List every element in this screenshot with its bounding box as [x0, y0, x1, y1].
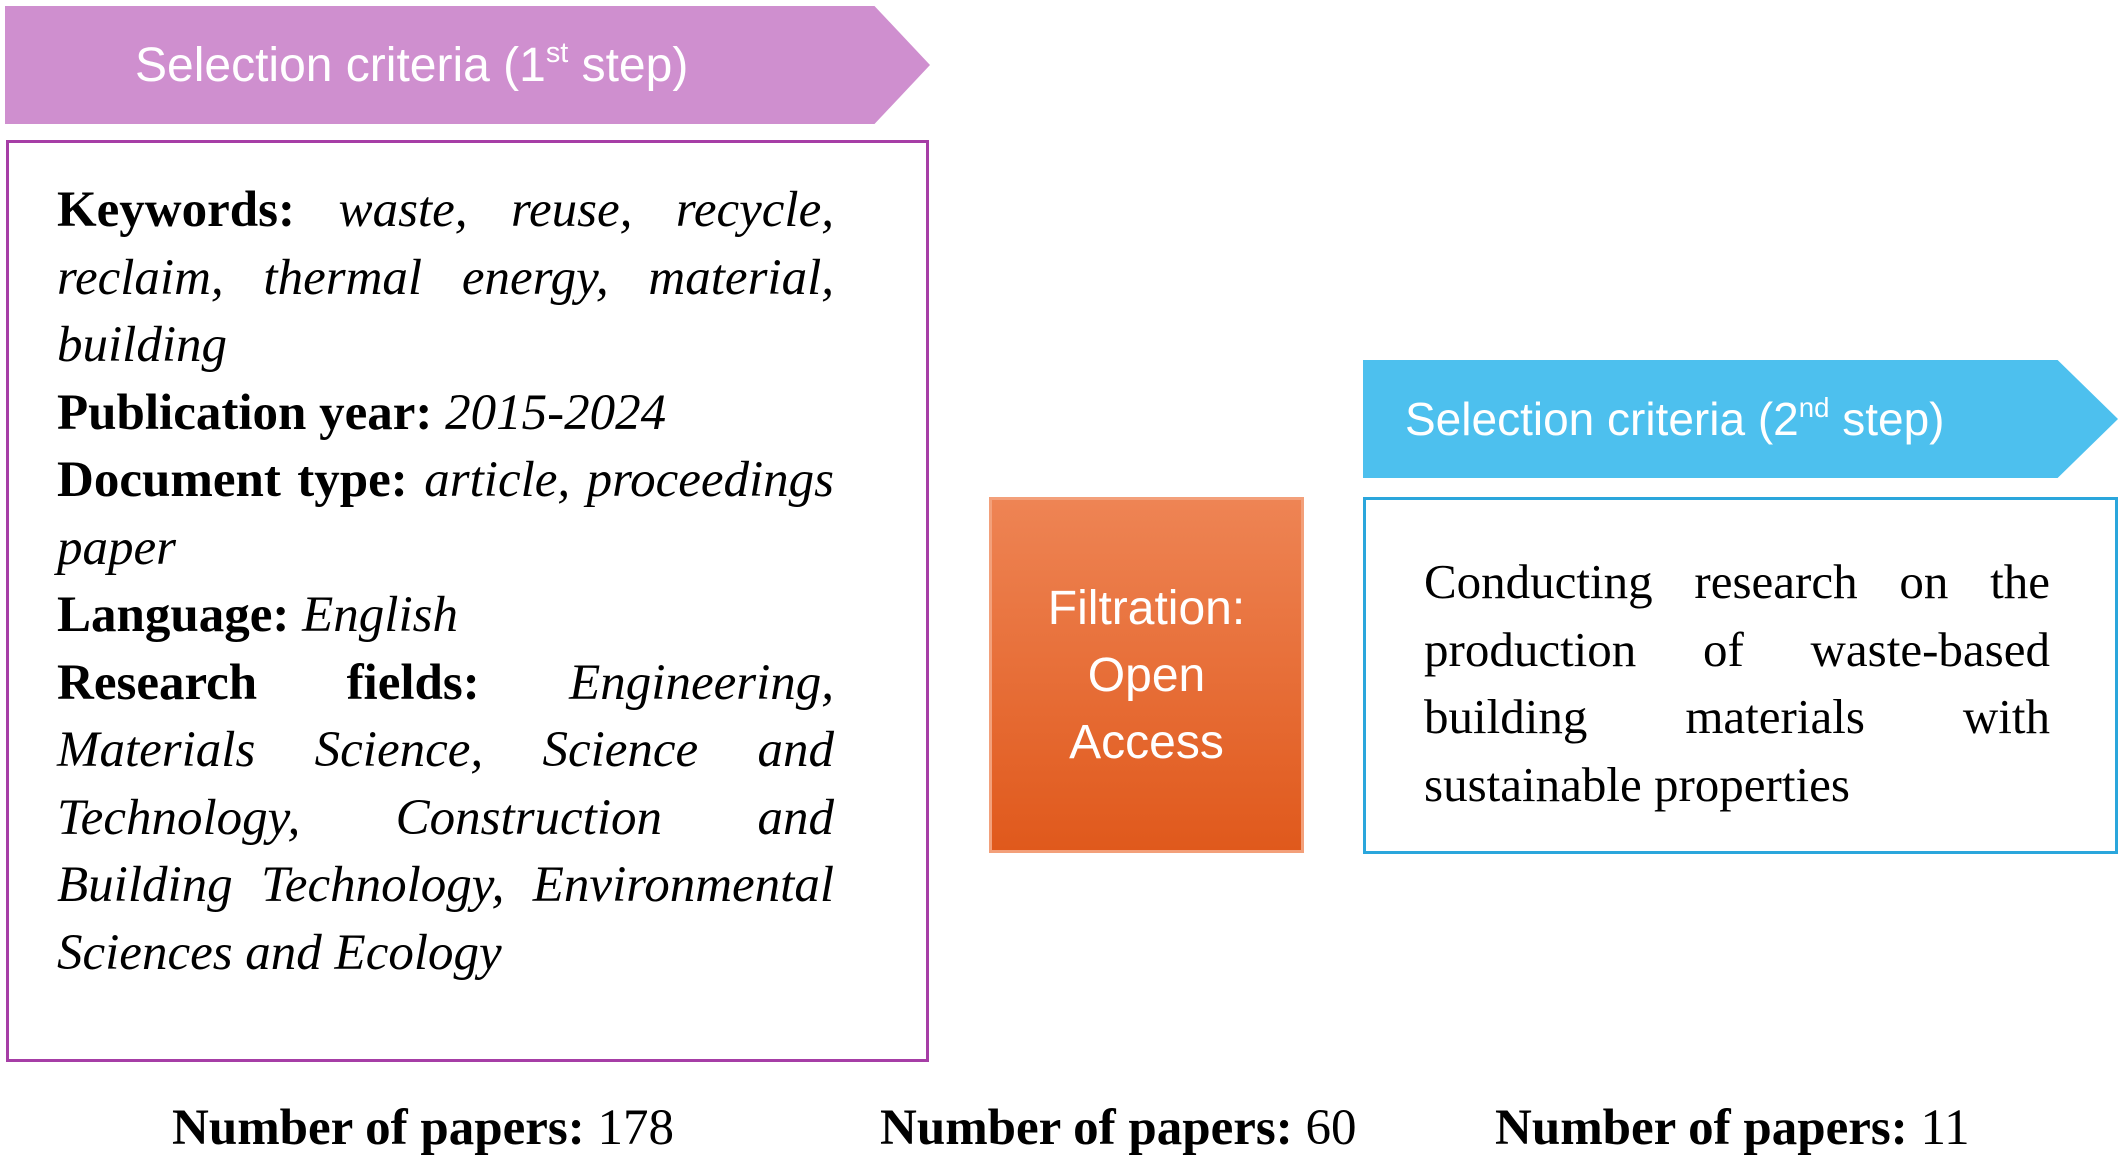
step2-banner: Selection criteria (2nd step)	[1363, 360, 2118, 478]
criterion-document-type: Document type: article, proceedings pape…	[57, 452, 835, 576]
filtration-line-3: Access	[1069, 715, 1224, 769]
step1-banner: Selection criteria (1st step)	[5, 6, 930, 124]
step2-paper-count: Number of papers: 11	[1495, 1100, 1970, 1156]
step2-criteria-box: Conducting research on the production of…	[1363, 497, 2118, 854]
filtration-box: Filtration: Open Access	[989, 497, 1304, 853]
step1-paper-count: Number of papers: 178	[172, 1100, 674, 1156]
step1-criteria-box: Keywords: waste, reuse, recycle, reclaim…	[6, 140, 929, 1062]
filtration-line-1: Filtration:	[1047, 581, 1246, 635]
criterion-language: Language: English	[57, 587, 458, 643]
criterion-publication-year: Publication year: 2015-2024	[57, 384, 667, 441]
filter-paper-count: Number of papers: 60	[880, 1100, 1357, 1156]
step2-banner-text: Selection criteria (2nd step)	[1405, 392, 1945, 445]
criterion-research-fields: Research fields: Engineering, Materials …	[57, 654, 834, 981]
step2-criteria-text: Conducting research on the production of…	[1424, 554, 2050, 812]
step1-banner-text: Selection criteria (1st step)	[135, 37, 689, 92]
filtration-line-2: Open	[1087, 648, 1206, 702]
criterion-keywords: Keywords: waste, reuse, recycle, reclaim…	[57, 182, 834, 373]
